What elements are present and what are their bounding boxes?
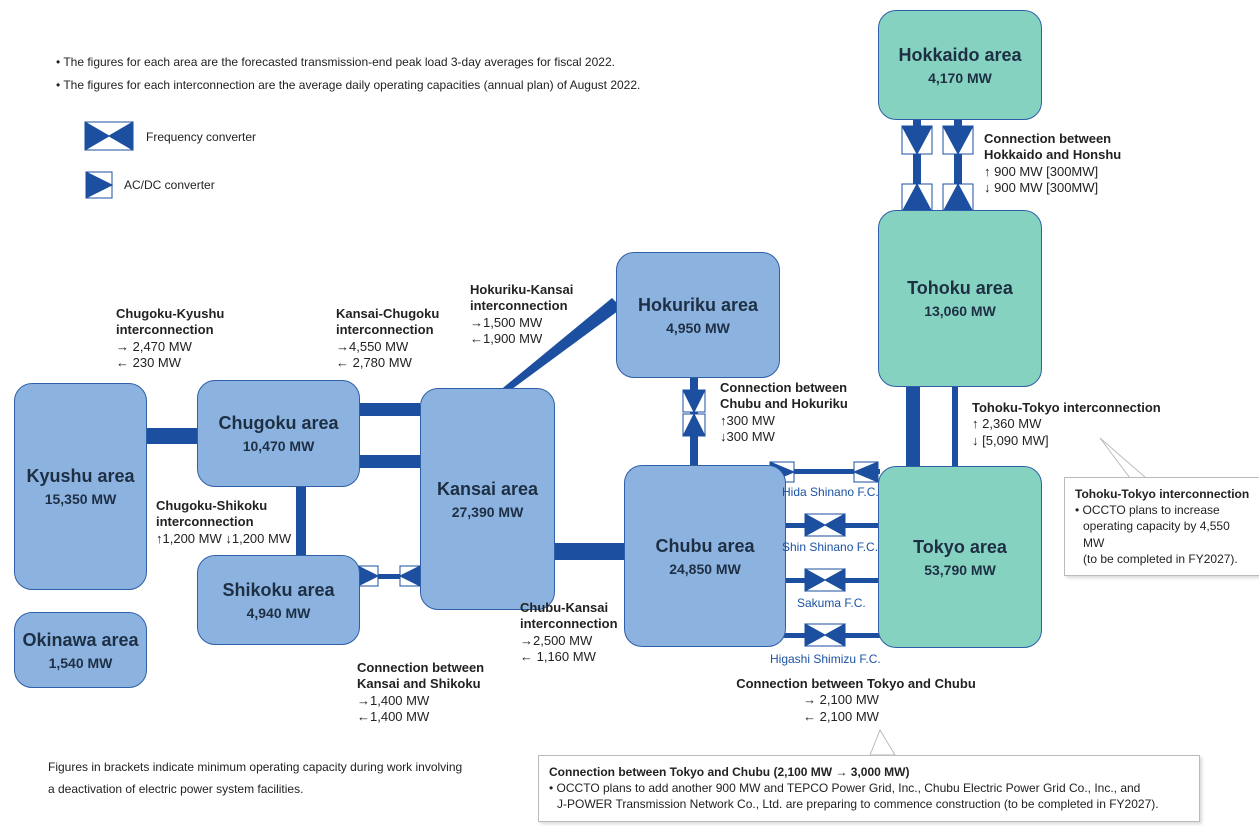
legend-acdc-converter-icon xyxy=(85,171,114,199)
chugoku-area-box: Chugoku area 10,470 MW xyxy=(197,380,360,487)
area-name: Tohoku area xyxy=(907,278,1013,298)
footnote: Figures in brackets indicate minimum ope… xyxy=(48,760,463,796)
kyushu-chugoku-line xyxy=(145,428,197,444)
note-line-1: • The figures for each area are the fore… xyxy=(56,55,615,69)
callout-pointer-tokyo xyxy=(869,728,896,756)
chugoku-shikoku-line xyxy=(296,485,306,555)
tohoku-tokyo-line-thin xyxy=(952,385,958,467)
area-name: Shikoku area xyxy=(222,579,335,600)
acdc-converter-icon xyxy=(682,389,706,414)
kansai-chugoku-label: Kansai-Chugoku interconnection →4,550 MW… xyxy=(336,306,440,370)
area-mw: 4,940 MW xyxy=(246,604,311,621)
kansai-chubu-line xyxy=(553,543,625,560)
chubu-kansai-label: Chubu-Kansai interconnection →2,500 MW ←… xyxy=(520,600,618,664)
area-mw: 27,390 MW xyxy=(451,503,524,520)
note-line-2: • The figures for each interconnection a… xyxy=(56,78,641,92)
hokkaido-tohoku-line-right xyxy=(954,120,962,220)
kansai-shikoku-line xyxy=(358,574,420,579)
okinawa-area-box: Okinawa area 1,540 MW xyxy=(14,612,147,688)
area-name: Chugoku area xyxy=(218,413,339,433)
frequency-converter-icon xyxy=(804,568,846,592)
legend-frequency-label: Frequency converter xyxy=(146,130,257,144)
shin-shinano-fc-label: Shin Shinano F.C. xyxy=(782,540,879,554)
area-mw: 10,470 MW xyxy=(242,438,315,454)
acdc-converter-icon xyxy=(901,125,933,156)
chubu-area-box: Chubu area 24,850 MW xyxy=(624,465,786,647)
acdc-converter-icon xyxy=(682,412,706,437)
area-mw: 4,170 MW xyxy=(928,69,992,86)
kyushu-area-box: Kyushu area 15,350 MW xyxy=(14,383,147,590)
tokyo-area-box: Tokyo area 53,790 MW xyxy=(878,466,1042,648)
chugoku-shikoku-label: Chugoku-Shikoku interconnection ↑1,200 M… xyxy=(156,498,292,546)
hokuriku-kansai-line xyxy=(498,298,622,392)
legend-frequency-converter-icon xyxy=(84,121,134,151)
hokuriku-kansai-label: Hokuriku-Kansai interconnection →1,500 M… xyxy=(470,282,574,346)
area-mw: 24,850 MW xyxy=(669,560,741,577)
legend-acdc-label: AC/DC converter xyxy=(124,178,215,192)
area-mw: 53,790 MW xyxy=(924,561,996,578)
area-mw: 13,060 MW xyxy=(924,303,996,319)
kansai-chugoku-line-1 xyxy=(358,403,420,416)
area-name: Chubu area xyxy=(655,535,755,556)
acdc-converter-icon xyxy=(942,125,974,156)
area-mw: 4,950 MW xyxy=(666,319,730,336)
acdc-converter-icon xyxy=(942,182,974,213)
frequency-converter-icon xyxy=(804,623,846,647)
chugoku-kyushu-label: Chugoku-Kyushu interconnection → 2,470 M… xyxy=(116,306,225,370)
area-name: Hokkaido area xyxy=(898,44,1022,65)
hida-shinano-fc-label: Hida Shinano F.C. xyxy=(782,485,879,499)
chubu-hokuriku-label: Connection between Chubu and Hokuriku ↑3… xyxy=(720,380,848,444)
sakuma-fc-label: Sakuma F.C. xyxy=(797,596,866,610)
area-name: Kansai area xyxy=(436,478,539,499)
hokkaido-tohoku-line-left xyxy=(913,120,921,220)
area-mw: 1,540 MW xyxy=(48,654,113,671)
kansai-shikoku-label: Connection between Kansai and Shikoku →1… xyxy=(357,660,485,724)
higashi-shimizu-fc-label: Higashi Shimizu F.C. xyxy=(770,652,881,666)
shikoku-area-box: Shikoku area 4,940 MW xyxy=(197,555,360,645)
tohoku-tokyo-line-thick xyxy=(906,385,920,467)
frequency-converter-icon xyxy=(804,513,846,537)
acdc-converter-icon xyxy=(357,565,380,587)
area-mw: 15,350 MW xyxy=(44,491,117,507)
tohoku-area-box: Tohoku area 13,060 MW xyxy=(878,210,1042,387)
tohoku-tokyo-callout: Tohoku-Tokyo interconnection • OCCTO pla… xyxy=(1064,477,1259,576)
acdc-converter-icon xyxy=(901,182,933,213)
tohoku-tokyo-label: Tohoku-Tokyo interconnection ↑ 2,360 MW … xyxy=(972,400,1161,448)
area-name: Hokuriku area xyxy=(637,294,759,315)
acdc-converter-icon xyxy=(398,565,421,587)
tokyo-chubu-label: Connection between Tokyo and Chubu → 2,1… xyxy=(736,676,976,724)
area-name: Kyushu area xyxy=(26,466,135,486)
kansai-chugoku-line-2 xyxy=(358,455,420,468)
area-name: Okinawa area xyxy=(22,629,139,650)
tokyo-chubu-callout: Connection between Tokyo and Chubu (2,10… xyxy=(538,755,1200,822)
hokkaido-honshu-label: Connection between Hokkaido and Honshu ↑… xyxy=(984,131,1122,195)
acdc-converter-icon xyxy=(852,461,879,483)
hokkaido-area-box: Hokkaido area 4,170 MW xyxy=(878,10,1042,120)
chubu-tokyo-line-1 xyxy=(784,469,880,474)
hokuriku-area-box: Hokuriku area 4,950 MW xyxy=(616,252,780,378)
area-name: Tokyo area xyxy=(913,536,1007,557)
kansai-area-box: Kansai area 27,390 MW xyxy=(420,388,555,610)
